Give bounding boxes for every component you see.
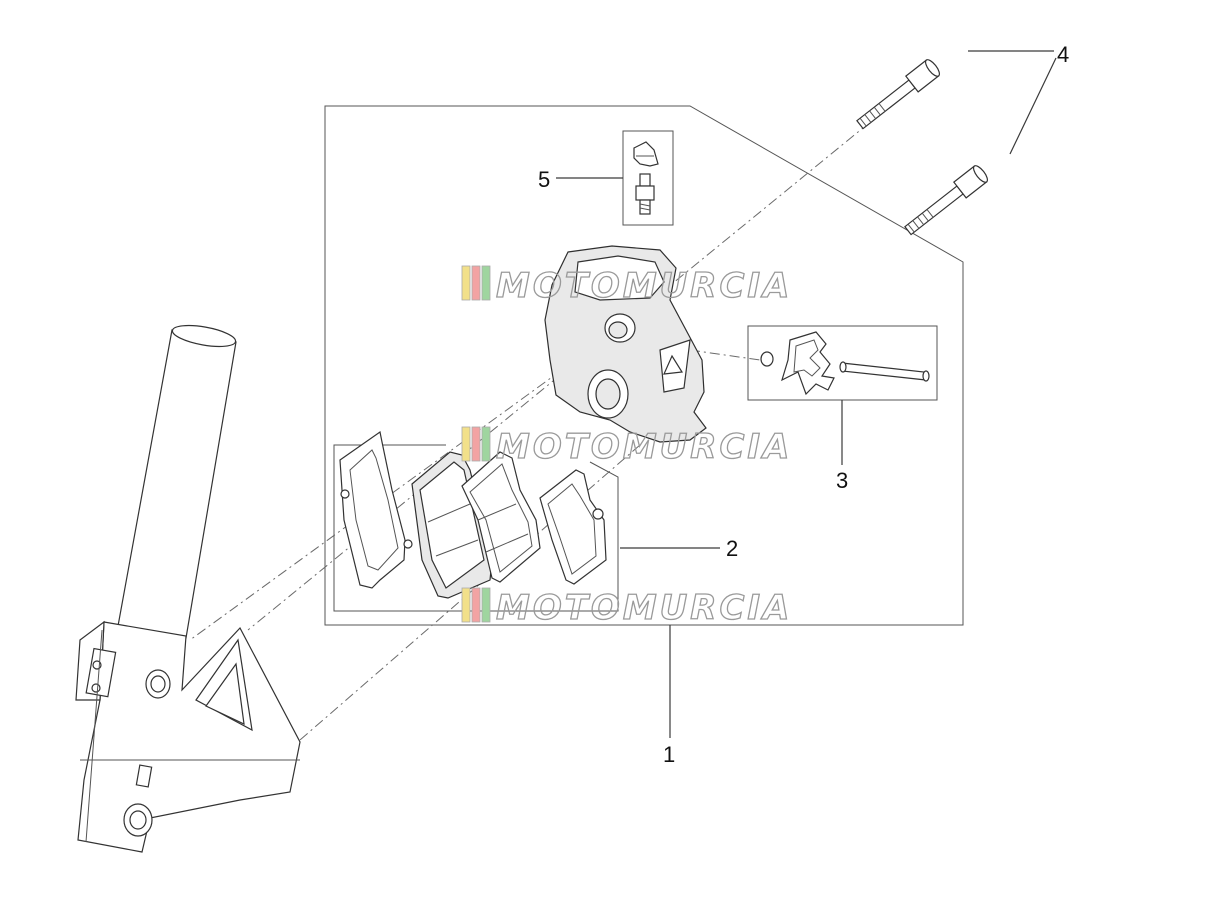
pad-set-frame xyxy=(333,444,619,612)
callout-4: 4 xyxy=(1057,42,1069,67)
mounting-bolts xyxy=(856,59,989,236)
watermark-logo-text: MOTOMURCIA xyxy=(496,427,792,467)
fork-leg xyxy=(75,324,301,853)
bleeder-valve-kit xyxy=(633,141,659,215)
watermark-logo-text: MOTOMURCIA xyxy=(496,266,792,306)
watermark-middle: MOTOMURCIA xyxy=(461,426,792,468)
pad-pin-kit xyxy=(760,331,930,396)
leader-lines xyxy=(556,50,1057,738)
assembly-frame xyxy=(324,105,964,626)
callout-1: 1 xyxy=(663,742,675,767)
callout-3: 3 xyxy=(836,468,848,493)
brake-caliper xyxy=(544,245,707,443)
brake-pads xyxy=(339,430,607,599)
assembly-axes xyxy=(189,109,886,741)
watermark-bottom: MOTOMURCIA xyxy=(461,587,792,629)
callout-5: 5 xyxy=(538,167,550,192)
callout-2: 2 xyxy=(726,536,738,561)
watermark-top: MOTOMURCIA xyxy=(461,265,792,307)
watermark-logo-text: MOTOMURCIA xyxy=(496,588,792,628)
